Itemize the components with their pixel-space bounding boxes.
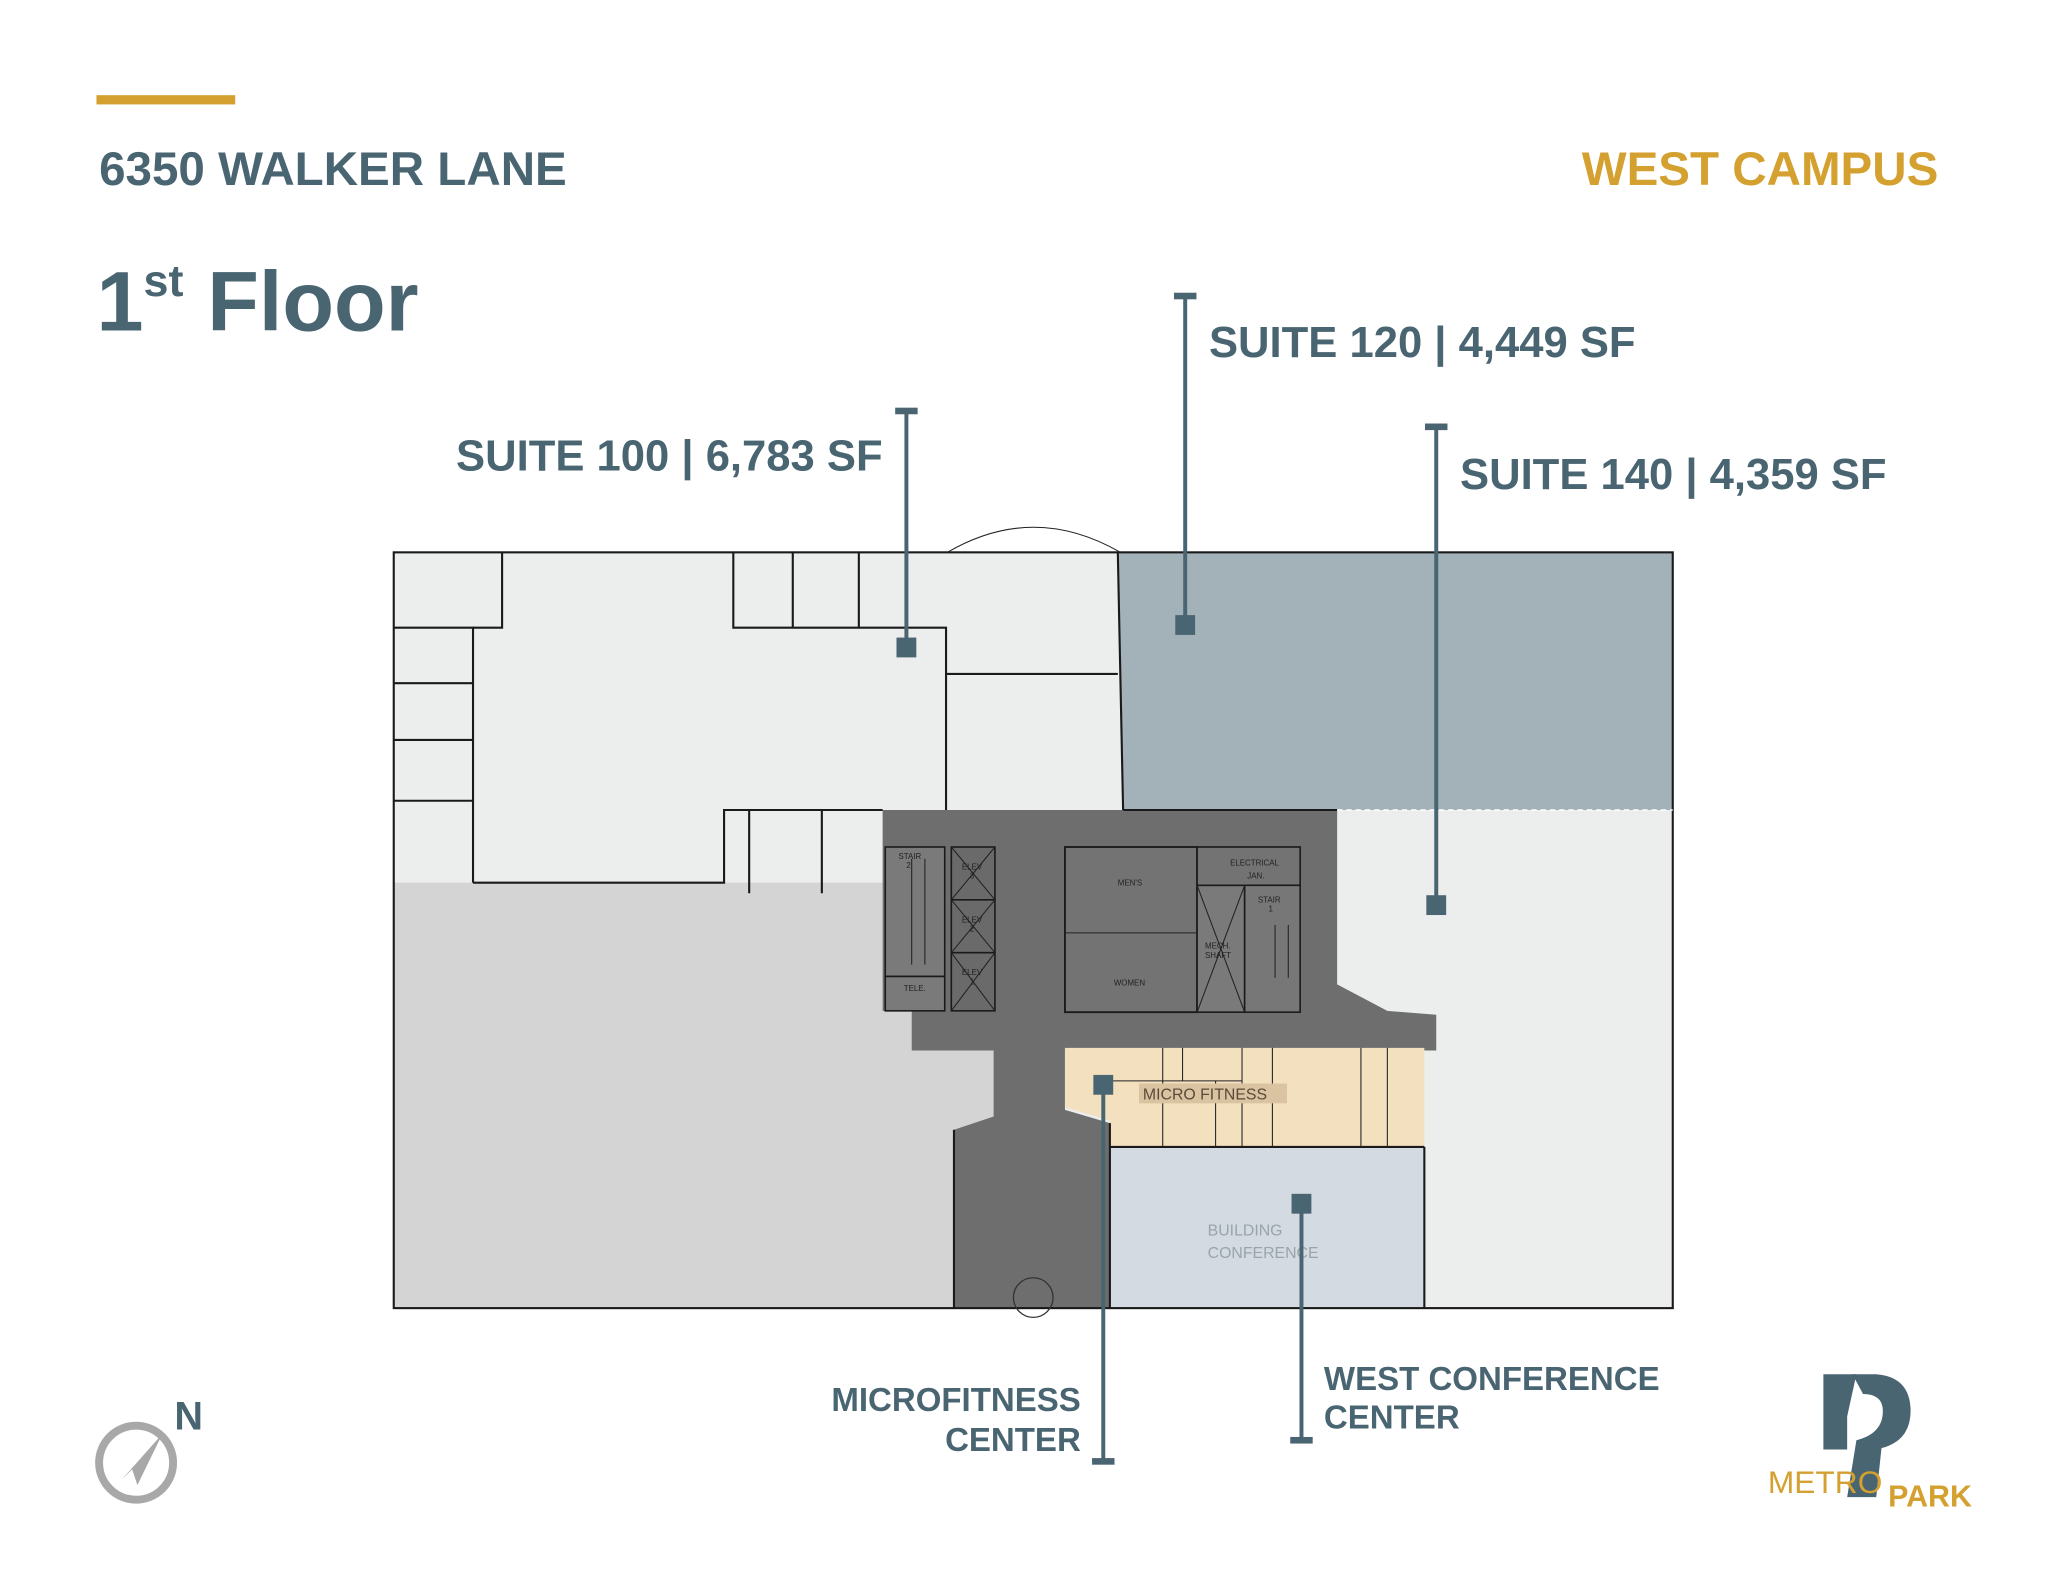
metropark-logo: METRO PARK <box>1768 1374 1972 1513</box>
campus-name: WEST CAMPUS <box>1582 143 1939 196</box>
suite-120-area[interactable] <box>1117 552 1673 810</box>
suite-100-area[interactable] <box>393 552 1124 883</box>
suite-100-label: SUITE 100 | 6,783 SF <box>456 432 883 481</box>
accent-bar <box>96 95 236 105</box>
svg-text:TELE.: TELE. <box>904 984 926 993</box>
svg-text:PARK: PARK <box>1888 1479 1972 1513</box>
svg-text:METRO: METRO <box>1768 1464 1882 1500</box>
suite-140-label: SUITE 140 | 4,359 SF <box>1460 451 1887 500</box>
suite-120-label: SUITE 120 | 4,449 SF <box>1209 319 1636 368</box>
svg-text:MICRO FITNESS: MICRO FITNESS <box>1143 1086 1267 1103</box>
unleased-area <box>393 882 994 1309</box>
stair-1 <box>1243 884 1301 1013</box>
svg-text:MECH.SHAFT: MECH.SHAFT <box>1205 942 1231 960</box>
leader-lines <box>895 292 1448 1465</box>
svg-text:WOMEN: WOMEN <box>1114 979 1145 988</box>
stair-2 <box>884 846 946 978</box>
revolving-door <box>1012 1277 1054 1319</box>
restrooms <box>1064 846 1199 1014</box>
conference-area[interactable] <box>1109 1146 1425 1309</box>
svg-text:ELECTRICAL: ELECTRICAL <box>1230 858 1279 867</box>
compass-icon: N <box>95 1395 203 1504</box>
svg-text:MEN'S: MEN'S <box>1118 878 1142 887</box>
svg-text:JAN.: JAN. <box>1247 872 1264 881</box>
building-address: 6350 WALKER LANE <box>99 143 567 196</box>
tele-room <box>884 975 946 1012</box>
electrical-room <box>1196 846 1301 887</box>
svg-text:N: N <box>174 1395 203 1439</box>
suite-140-area[interactable] <box>1337 809 1673 1309</box>
